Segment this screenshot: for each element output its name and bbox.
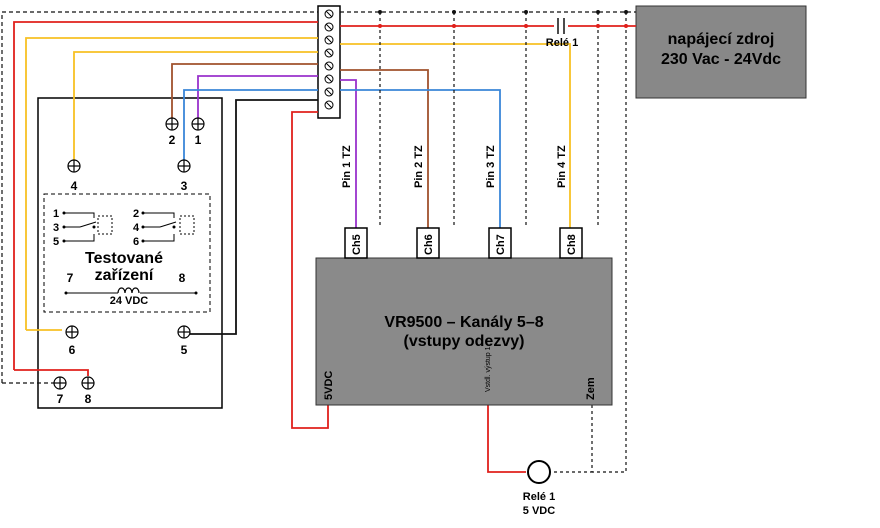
wire-blue bbox=[183, 89, 318, 160]
relay-top-label: Relé 1 bbox=[546, 37, 578, 49]
wire-yellow-4 bbox=[73, 51, 318, 160]
wire-red-5vdc bbox=[291, 111, 329, 429]
terminal-label-8: 8 bbox=[85, 392, 92, 406]
device-title-2: zařízení bbox=[95, 267, 154, 284]
pin-label-1: Pin 1 TZ bbox=[341, 145, 353, 188]
device-relay-schematic bbox=[64, 212, 196, 294]
device-pin-4: 4 bbox=[133, 222, 140, 234]
channel-boxes bbox=[344, 227, 583, 259]
channel-label-ch7: Ch7 bbox=[495, 234, 507, 255]
vr9500-box bbox=[315, 257, 613, 406]
terminal-label-1: 1 bbox=[195, 133, 202, 147]
device-terminals bbox=[53, 117, 205, 390]
vr9500-5vdc: 5VDC bbox=[323, 371, 335, 400]
device-pin-3: 3 bbox=[53, 222, 59, 234]
device-pin-5: 5 bbox=[53, 236, 59, 248]
device-pin-2: 2 bbox=[133, 208, 139, 220]
wire-purple-pin1 bbox=[340, 79, 357, 228]
wire-orange-pin4 bbox=[340, 43, 571, 228]
device-outer-box bbox=[37, 97, 223, 409]
channel-label-ch6: Ch6 bbox=[423, 234, 435, 255]
relay-bottom-label-2: 5 VDC bbox=[523, 505, 555, 517]
wire-dashed-psu-down bbox=[592, 12, 627, 473]
coil-label: 24 VDC bbox=[110, 295, 149, 307]
terminal-label-3: 3 bbox=[181, 179, 188, 193]
wire-brown bbox=[171, 63, 318, 118]
terminal-block bbox=[317, 5, 341, 119]
psu-label-2: 230 Vac - 24Vdc bbox=[661, 51, 781, 68]
vr9500-title: VR9500 – Kanály 5–8 bbox=[384, 314, 543, 331]
wire-red-to8 bbox=[14, 369, 89, 376]
psu-label-1: napájecí zdroj bbox=[668, 31, 775, 48]
device-pin-8: 8 bbox=[179, 271, 186, 285]
device-pin-1: 1 bbox=[53, 208, 59, 220]
coil-icon bbox=[117, 287, 140, 294]
wire-blue-pin3 bbox=[340, 89, 501, 228]
device-pin-6: 6 bbox=[133, 236, 139, 248]
terminal-label-5: 5 bbox=[181, 343, 188, 357]
vr9500-subtitle: (vstupy odezvy) bbox=[404, 333, 525, 350]
vr9500-output: Vstdl. výstup 1 bbox=[485, 346, 492, 392]
pin-label-3: Pin 3 TZ bbox=[485, 145, 497, 188]
relay-dots bbox=[62, 211, 198, 295]
vr9500-zem: Zem bbox=[585, 377, 597, 400]
junction-dots bbox=[378, 10, 628, 14]
device-title-1: Testované bbox=[85, 250, 163, 267]
wire-red-output bbox=[487, 405, 526, 473]
channel-label-ch5: Ch5 bbox=[351, 234, 363, 255]
pin-label-4: Pin 4 TZ bbox=[556, 145, 568, 188]
power-supply-box bbox=[635, 5, 807, 99]
device-pin-7: 7 bbox=[67, 271, 74, 285]
terminal-label-6: 6 bbox=[69, 343, 76, 357]
pin-label-2: Pin 2 TZ bbox=[413, 145, 425, 188]
relay-bottom-label-1: Relé 1 bbox=[523, 491, 555, 503]
terminal-label-4: 4 bbox=[71, 179, 78, 193]
wire-black-dashed-top bbox=[1, 11, 318, 383]
wire-dashed-zem bbox=[552, 405, 593, 473]
wire-brown-pin2 bbox=[340, 69, 429, 228]
device-inner-dashed-box bbox=[43, 193, 211, 313]
terminal-label-7: 7 bbox=[57, 392, 64, 406]
wire-black-5 bbox=[190, 99, 318, 335]
wire-red-top bbox=[13, 21, 318, 370]
channel-label-ch8: Ch8 bbox=[566, 234, 578, 255]
relay-bottom-icon bbox=[527, 460, 551, 484]
wire-orange bbox=[25, 37, 318, 330]
terminal-label-2: 2 bbox=[169, 133, 176, 147]
wire-purple bbox=[197, 75, 318, 118]
